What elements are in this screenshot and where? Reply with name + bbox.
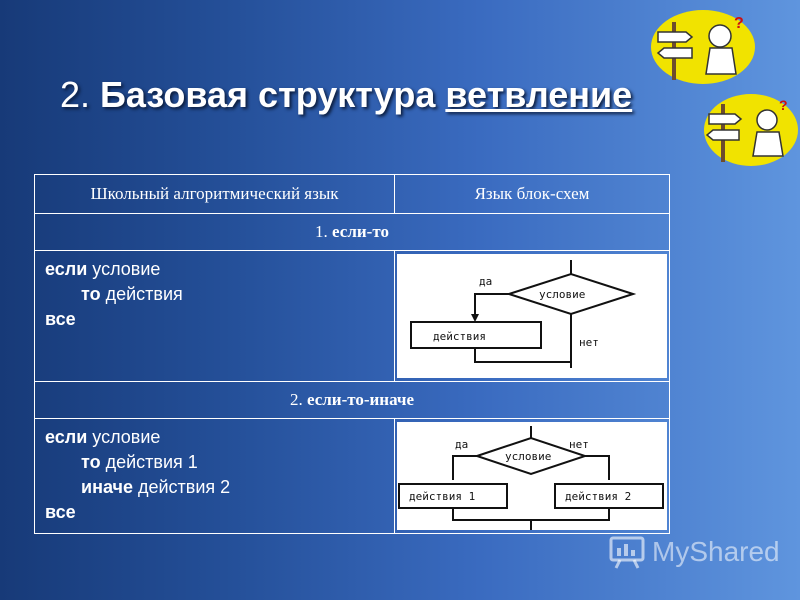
code-action: действия	[100, 284, 183, 304]
table-row-if-then: если условие то действия все условие да …	[35, 251, 669, 382]
yes-branch-line	[474, 293, 509, 318]
code-line: если условие	[45, 257, 394, 282]
section1-number: 1.	[315, 222, 328, 241]
signpost-character-image: ?	[651, 10, 755, 84]
keyword-then: то	[81, 284, 101, 304]
signpost-character-image-2: ?	[704, 94, 798, 166]
keyword-if: если	[45, 259, 88, 279]
no-label: нет	[569, 438, 589, 451]
watermark-logo: MyShared	[608, 534, 780, 570]
merge-line	[452, 508, 610, 521]
code-line: то действия	[45, 282, 394, 307]
code-if-then: если условие то действия все	[35, 251, 395, 381]
yes-arrow	[471, 314, 479, 322]
action-label: действия	[433, 330, 486, 343]
section-header-if-then-else: 2. если-то-иначе	[35, 382, 669, 419]
action2-label: действия 2	[565, 490, 631, 503]
condition-diamond	[505, 272, 637, 316]
code-line: все	[45, 500, 394, 525]
watermark-text: MyShared	[652, 536, 780, 567]
action2-box	[554, 483, 664, 509]
section1-name: если-то	[332, 222, 389, 241]
title-number: 2.	[60, 74, 91, 115]
header-flowchart-language: Язык блок-схем	[474, 184, 590, 203]
action-box	[410, 321, 542, 349]
keyword-then: то	[81, 452, 101, 472]
keyword-end: все	[45, 502, 76, 522]
flowchart-if-then-else: условие да нет действия 1 действия 2	[397, 422, 667, 530]
flowchart-cell-if-then-else: условие да нет действия 1 действия 2	[395, 419, 669, 533]
section-header-if-then: 1. если-то	[35, 214, 669, 251]
section2-name: если-то-иначе	[306, 390, 415, 409]
flowchart-cell-if-then: условие да действия нет	[395, 251, 669, 381]
keyword-end: все	[45, 309, 76, 329]
title-underlined: ветвление	[445, 74, 633, 115]
table-row-if-then-else: если условие то действия 1 иначе действи…	[35, 419, 669, 533]
title-text: Базовая структура	[100, 74, 436, 115]
comparison-table: Школьный алгоритмический язык Язык блок-…	[34, 174, 670, 534]
keyword-if: если	[45, 427, 88, 447]
yes-label: да	[455, 438, 468, 451]
code-action-2: действия 2	[132, 477, 231, 497]
svg-text:?: ?	[734, 15, 744, 32]
yes-label: да	[479, 275, 492, 288]
code-condition: условие	[87, 427, 161, 447]
condition-label: условие	[539, 288, 585, 301]
code-action-1: действия 1	[100, 452, 198, 472]
yes-branch-line	[452, 455, 477, 480]
code-line: иначе действия 2	[45, 475, 394, 500]
no-branch-line	[585, 455, 610, 480]
header-algorithmic-language: Школьный алгоритмический язык	[35, 175, 395, 213]
table-header-row: Школьный алгоритмический язык Язык блок-…	[35, 175, 669, 214]
svg-text:?: ?	[779, 97, 788, 113]
action1-box	[398, 483, 508, 509]
code-if-then-else: если условие то действия 1 иначе действи…	[35, 419, 395, 533]
code-line: все	[45, 307, 394, 332]
condition-label: условие	[505, 450, 551, 463]
flowchart-if-then: условие да действия нет	[397, 254, 667, 378]
presentation-board-icon	[609, 536, 645, 569]
code-line: то действия 1	[45, 450, 394, 475]
action1-label: действия 1	[409, 490, 475, 503]
code-condition: условие	[87, 259, 161, 279]
keyword-else: иначе	[81, 477, 133, 497]
slide-title: 2. Базовая структура ветвление	[60, 74, 632, 116]
merge-line	[474, 348, 571, 363]
code-line: если условие	[45, 425, 394, 450]
section2-number: 2.	[289, 390, 303, 409]
no-label: нет	[579, 336, 599, 349]
